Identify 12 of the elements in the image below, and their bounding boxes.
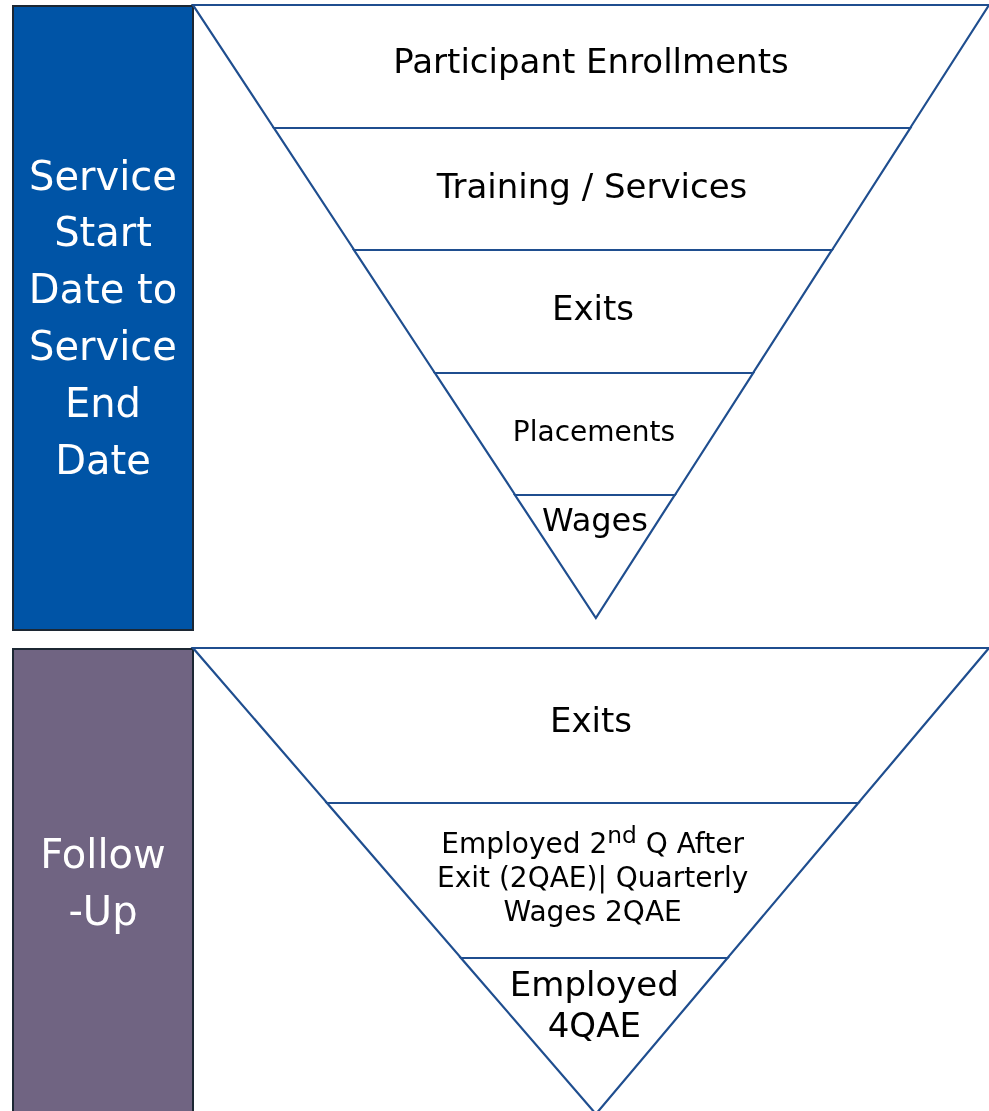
band-label: Employed 2$^{nd}$ Q After Exit (2QAE)| Quarterly Wages 2QAE: [435, 821, 750, 929]
band-label: Employed 4QAE: [508, 964, 680, 1046]
stage-label: Follow -Up: [39, 830, 167, 936]
stage-bar: [12, 5, 194, 631]
band-label: Training / Services: [436, 166, 748, 207]
band-label: Wages: [542, 501, 648, 540]
band-label: Exits: [549, 700, 633, 741]
stage-bar: [12, 648, 194, 1111]
band-label: Exits: [551, 288, 635, 329]
stage-label: Service Start Date to Service End Date: [28, 151, 178, 485]
band-label: Participant Enrollments: [393, 41, 789, 82]
band-label: Placements: [512, 415, 676, 449]
